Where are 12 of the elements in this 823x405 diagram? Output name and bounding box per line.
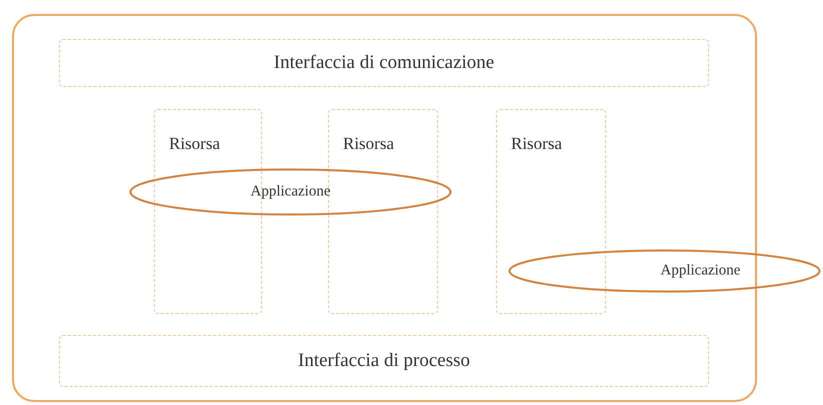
resource-label: Risorsa — [511, 134, 562, 154]
interface-box — [59, 39, 709, 87]
frame-box — [12, 14, 757, 402]
resource-label: Risorsa — [343, 134, 394, 154]
resource-box — [496, 109, 606, 314]
resource-label: Risorsa — [169, 134, 220, 154]
application-label: Applicazione — [250, 184, 330, 200]
interface-label: Interfaccia di processo — [298, 350, 470, 372]
interface-label: Interfaccia di comunicazione — [274, 52, 494, 74]
application-label: Applicazione — [660, 262, 740, 280]
interface-box — [59, 335, 709, 387]
resource-box — [328, 109, 438, 314]
